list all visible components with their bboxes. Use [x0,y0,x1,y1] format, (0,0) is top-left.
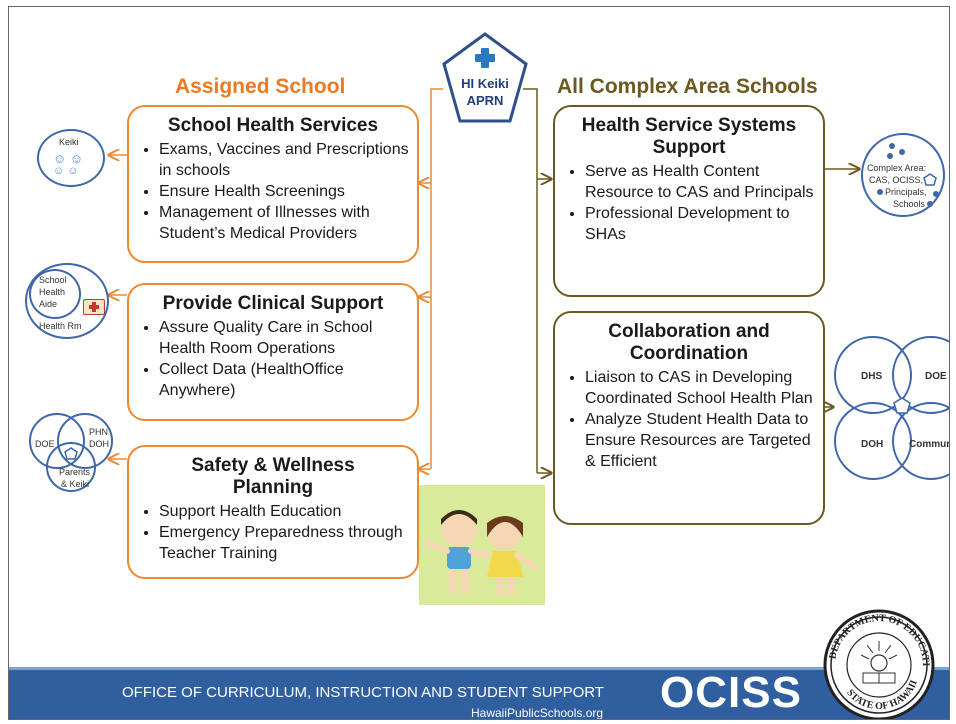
bullet-list: Assure Quality Care in School Health Roo… [129,317,417,401]
health-room-label: Health Rm [39,321,82,331]
complex-area-label: Principals, [885,187,927,197]
children-illustration [419,485,545,605]
safety-wellness-planning-box: Safety & Wellness Planning Support Healt… [127,445,419,579]
bullet-list: Exams, Vaccines and Prescriptions in sch… [129,139,417,244]
box-title: Health Service Systems Support [581,115,797,158]
medical-cross-icon [475,48,495,68]
box-title: Safety & Wellness Planning [191,455,355,498]
bullet-item: Assure Quality Care in School Health Roo… [159,317,411,359]
footer-website: HawaiiPublicSchools.org [471,706,604,720]
collaboration-coordination-box: Collaboration and Coordination Liaison t… [553,311,825,525]
health-service-systems-support-box: Health Service Systems Support Serve as … [553,105,825,297]
pentagon-icon [923,173,937,192]
bullet-list: Liaison to CAS in Developing Coordinated… [555,367,823,472]
child-figures-icon: ☺ ☺ [53,151,84,166]
complex-area-label: Schools [893,199,926,209]
venn-label-doh: DOH [89,439,109,449]
badge-line-1: HI Keiki [461,76,509,91]
footer-office-name: OFFICE OF CURRICULUM, INSTRUCTION AND ST… [122,684,604,701]
bullet-list: Serve as Health Content Resource to CAS … [555,161,823,245]
department-of-education-seal: DEPARTMENT OF EDUCATION STATE OF HAWAII [813,595,941,719]
keiki-circle: Keiki ☺ ☺ ☺ ☺ [37,129,105,187]
health-room-circle: School Health Aide Health Rm [25,263,109,339]
slide: HI Keiki APRN Assigned School All Comple… [8,6,950,720]
ociss-logo: OCISS [660,668,802,717]
bullet-item: Serve as Health Content Resource to CAS … [585,161,817,203]
hi-keiki-aprn-badge: HI Keiki APRN [441,31,529,125]
badge-line-2: APRN [466,93,504,108]
first-aid-kit-icon [83,299,105,315]
venn-label-parents: Parents [59,467,91,477]
bullet-item: Professional Development to SHAs [585,203,817,245]
connector-lines [9,88,949,719]
bullet-item: Emergency Preparedness through Teacher T… [159,522,411,564]
venn-label-phn: PHN [89,427,109,437]
venn-label-doh: DOH [861,439,884,450]
complex-area-label: Complex Area: [867,163,927,173]
bullet-item: Analyze Student Health Data to Ensure Re… [585,409,817,472]
provide-clinical-support-box: Provide Clinical Support Assure Quality … [127,283,419,421]
bullet-list: Support Health Education Emergency Prepa… [129,501,417,564]
venn-label-keiki: & Keiki [61,479,90,489]
agency-venn-big: DHS DOE DOH Community [831,335,949,485]
complex-area-label: CAS, OCISS, [869,175,924,185]
bullet-item: Liaison to CAS in Developing Coordinated… [585,367,817,409]
bullet-item: Support Health Education [159,501,411,522]
box-title: School Health Services [167,115,379,136]
venn-label-community: Community [909,439,949,450]
bullet-item: Management of Illnesses with Student’s M… [159,202,411,244]
school-health-services-box: School Health Services Exams, Vaccines a… [127,105,419,263]
venn-label-dhs: DHS [861,371,883,382]
complex-area-circle: Complex Area: CAS, OCISS, Principals, Sc… [861,133,945,217]
right-heading: All Complex Area Schools [557,75,818,98]
box-title: Collaboration and Coordination [608,321,770,364]
venn-label-doe: DOE [925,371,947,382]
bullet-item: Ensure Health Screenings [159,181,411,202]
bullet-item: Exams, Vaccines and Prescriptions in sch… [159,139,411,181]
child-figures-icon: ☺ ☺ [53,165,79,177]
box-title: Provide Clinical Support [162,293,384,314]
keiki-label: Keiki [59,137,79,147]
bullet-item: Collect Data (HealthOffice Anywhere) [159,359,411,401]
venn-label-doe: DOE [35,439,55,449]
inner-circle [29,269,81,319]
stakeholder-venn-small: DOE PHN DOH Parents & Keiki [27,411,119,493]
footer-bar: OFFICE OF CURRICULUM, INSTRUCTION AND ST… [9,667,949,720]
left-heading: Assigned School [175,75,346,98]
